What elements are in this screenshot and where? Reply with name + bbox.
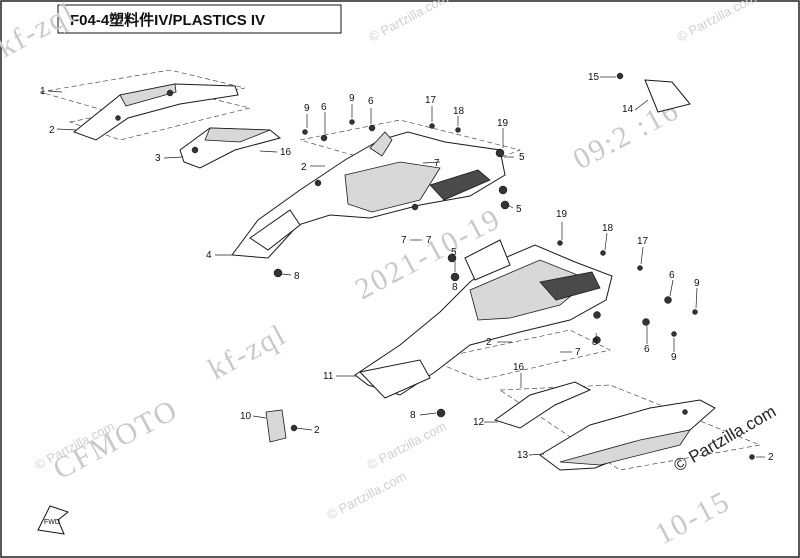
callout-7a: 7: [434, 158, 440, 169]
watermark-copyright-1: © Partzilla.com: [366, 0, 450, 45]
part-12-13-side-panel: [493, 381, 762, 471]
leader-lines: [47, 76, 765, 458]
callout-1: 2: [49, 125, 55, 136]
callout-9b: 9: [349, 93, 355, 104]
callout-2d: 2: [314, 425, 320, 436]
callout-17b: 17: [637, 236, 649, 247]
forward-label: FWD: [44, 519, 60, 526]
callout-5a: 5: [519, 152, 525, 163]
callout-4: 4: [206, 250, 212, 261]
callout-2b: 2: [301, 162, 307, 173]
part-1-side-panel: [39, 69, 251, 141]
forward-arrow: FWD: [37, 505, 70, 535]
part-3-bracket: [179, 127, 282, 169]
callout-11: 11: [323, 371, 334, 382]
callout-7b: 7: [401, 235, 407, 246]
callout-19a: 19: [497, 118, 509, 129]
callout-6c: 6: [669, 270, 675, 281]
callout-14: 14: [622, 104, 634, 115]
callout-6b: 6: [368, 96, 374, 107]
callout-18b: 18: [602, 223, 614, 234]
callout-8a: 8: [294, 271, 300, 282]
callout-9c: 9: [694, 278, 700, 289]
callout-5c: 5: [451, 247, 457, 258]
callout-12: 12: [473, 417, 485, 428]
callout-2a: 1: [40, 86, 46, 97]
callout-18a: 18: [453, 106, 465, 117]
callout-8b: 8: [452, 282, 458, 293]
callout-9a: 9: [304, 103, 310, 114]
callout-17a: 17: [425, 95, 437, 106]
callout-10: 10: [240, 411, 252, 422]
callout-8d: 8: [410, 410, 416, 421]
title-box: F04-4塑料件IV/PLASTICS IV: [57, 4, 342, 34]
callout-3: 3: [155, 153, 161, 164]
callout-2e: 2: [768, 452, 774, 463]
fastener-column-lower: [557, 240, 755, 460]
part-11-large-cover: [354, 239, 613, 399]
callout-16b: 16: [513, 362, 525, 373]
callout-8c: 8: [592, 337, 598, 348]
callout-labels: 1 2 3 16 2 9 6 9 6 17 18 7 19 5 5 4 8 7 …: [40, 72, 774, 463]
watermark-code-mid: kf-zql: [203, 318, 292, 386]
callout-16a: 16: [280, 147, 292, 158]
part-14-cover-plate: [616, 72, 691, 113]
part-10-clip: [265, 409, 298, 443]
watermark-copyright-2: © Partzilla.com: [674, 0, 758, 45]
callout-7d: 7: [575, 347, 581, 358]
watermark-copyright-5: © Partzilla.com: [324, 468, 408, 522]
callout-13: 13: [517, 450, 529, 461]
page-title: F04-4塑料件IV/PLASTICS IV: [70, 11, 265, 29]
watermark-copyright-4: © Partzilla.com: [364, 418, 448, 472]
callout-7c: 7: [426, 235, 432, 246]
callout-19b: 19: [556, 209, 568, 220]
callout-6a: 6: [321, 102, 327, 113]
fastener-column-upper: [273, 119, 601, 418]
part-4-large-cover: [231, 119, 522, 259]
callout-6d: 6: [644, 344, 650, 355]
callout-15: 15: [588, 72, 600, 83]
callout-9d: 9: [671, 352, 677, 363]
watermark-date-bottom: 10-15: [650, 484, 736, 551]
callout-2c: 2: [486, 337, 492, 348]
callout-5b: 5: [516, 204, 522, 215]
